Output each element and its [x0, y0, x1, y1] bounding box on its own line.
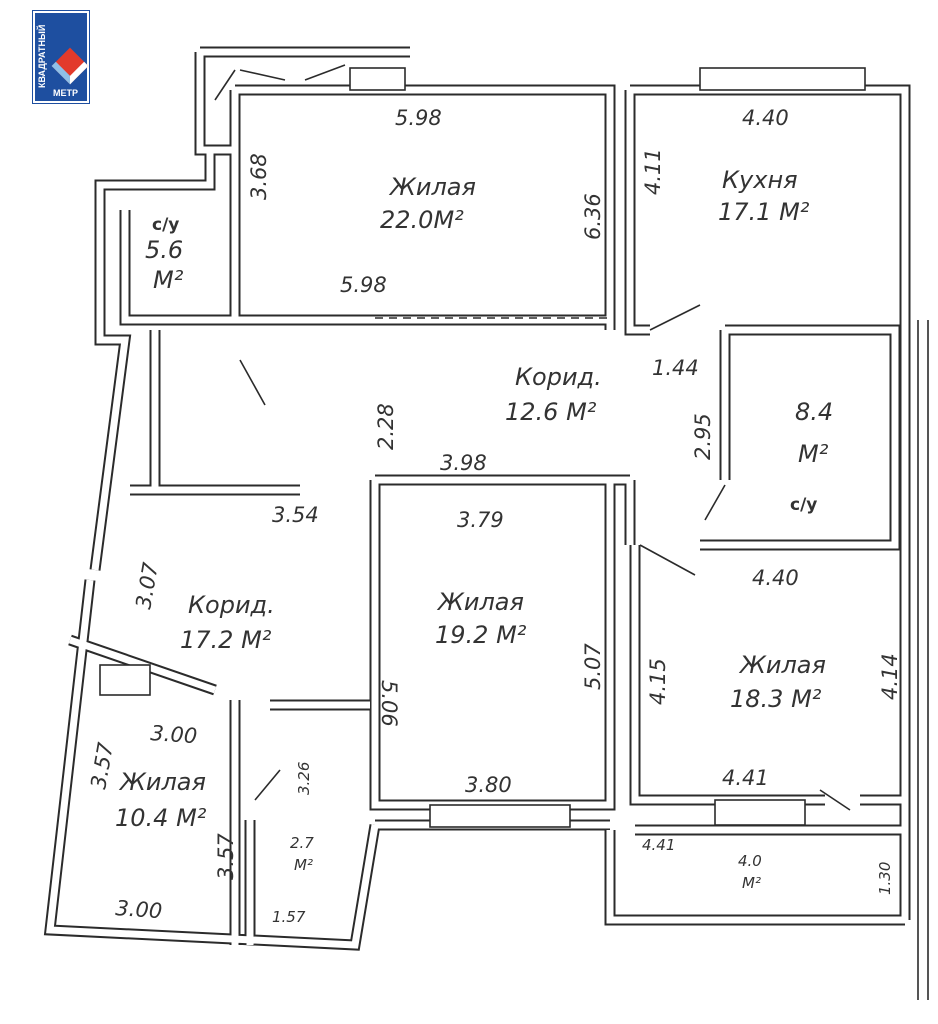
window — [699, 67, 866, 91]
dimension-labels: 5.98 5.98 3.68 6.36 4.40 4.11 1.44 2.95 … — [86, 106, 902, 926]
dimension: 3.68 — [247, 153, 271, 200]
window — [429, 804, 571, 828]
dimension: 4.41 — [722, 766, 769, 790]
room-unit: М² — [798, 440, 829, 468]
dimension: 5.07 — [581, 643, 605, 690]
room-area: 5.6 — [145, 236, 183, 264]
room-area: 17.1 М² — [718, 198, 810, 226]
dimension: 4.11 — [641, 148, 665, 195]
dimension: 1.57 — [272, 908, 306, 926]
dimension: 2.95 — [691, 413, 715, 460]
room-name: Жилая — [738, 651, 826, 679]
room-name: Жилая — [436, 588, 524, 616]
room-area: 22.0М² — [380, 206, 464, 234]
dimension: 1.44 — [652, 356, 699, 380]
logo: КВАДРАТНЫЙ МЕТР — [32, 10, 90, 104]
room-name: Корид. — [515, 363, 602, 391]
dimension: 3.80 — [465, 773, 512, 797]
room-name: с/у — [790, 495, 817, 515]
dimension: 3.26 — [295, 762, 313, 795]
window — [349, 67, 406, 91]
room-area: 8.4 — [795, 398, 833, 426]
dimension: 5.98 — [395, 106, 442, 130]
room-labels: Жилая 22.0М² Кухня 17.1 М² с/у 5.6 М² Ко… — [115, 166, 833, 892]
dimension: 3.54 — [272, 503, 319, 527]
sink-icon — [99, 664, 151, 696]
room-area: 17.2 М² — [180, 626, 272, 654]
dimension: 2.28 — [374, 403, 398, 450]
dimension: 5.98 — [340, 273, 387, 297]
room-area: 2.7 — [290, 834, 314, 852]
logo-text-2: МЕТР — [53, 88, 79, 98]
dimension: 4.41 — [642, 836, 675, 854]
room-unit: М² — [153, 266, 184, 294]
dimension: 3.00 — [150, 721, 198, 748]
room-name: Кухня — [722, 166, 798, 194]
dimension: 4.15 — [646, 658, 670, 705]
dimension: 5.06 — [377, 680, 401, 727]
room-name: Жилая — [118, 768, 206, 796]
dimension: 6.36 — [581, 193, 605, 240]
dimension: 1.30 — [876, 862, 894, 895]
dimension: 3.57 — [214, 833, 238, 880]
room-area: 10.4 М² — [115, 804, 207, 832]
room-unit: М² — [742, 874, 761, 892]
dimension: 3.07 — [131, 560, 163, 611]
dimension: 4.14 — [878, 653, 902, 700]
window — [714, 799, 806, 826]
room-name: Корид. — [188, 591, 275, 619]
room-name: с/у — [152, 215, 179, 235]
dimension: 4.40 — [742, 106, 789, 130]
dimension: 3.98 — [440, 451, 487, 475]
dimension: 3.00 — [115, 896, 163, 923]
room-unit: М² — [294, 856, 313, 874]
walls — [43, 46, 929, 1000]
room-area: 19.2 М² — [435, 621, 527, 649]
room-area: 12.6 М² — [505, 398, 597, 426]
room-name: Жилая — [388, 173, 476, 201]
dimension: 4.40 — [752, 566, 799, 590]
dimension: 3.57 — [86, 740, 118, 791]
room-area: 4.0 — [738, 852, 762, 870]
room-area: 18.3 М² — [730, 685, 822, 713]
dimension: 3.79 — [457, 508, 504, 532]
